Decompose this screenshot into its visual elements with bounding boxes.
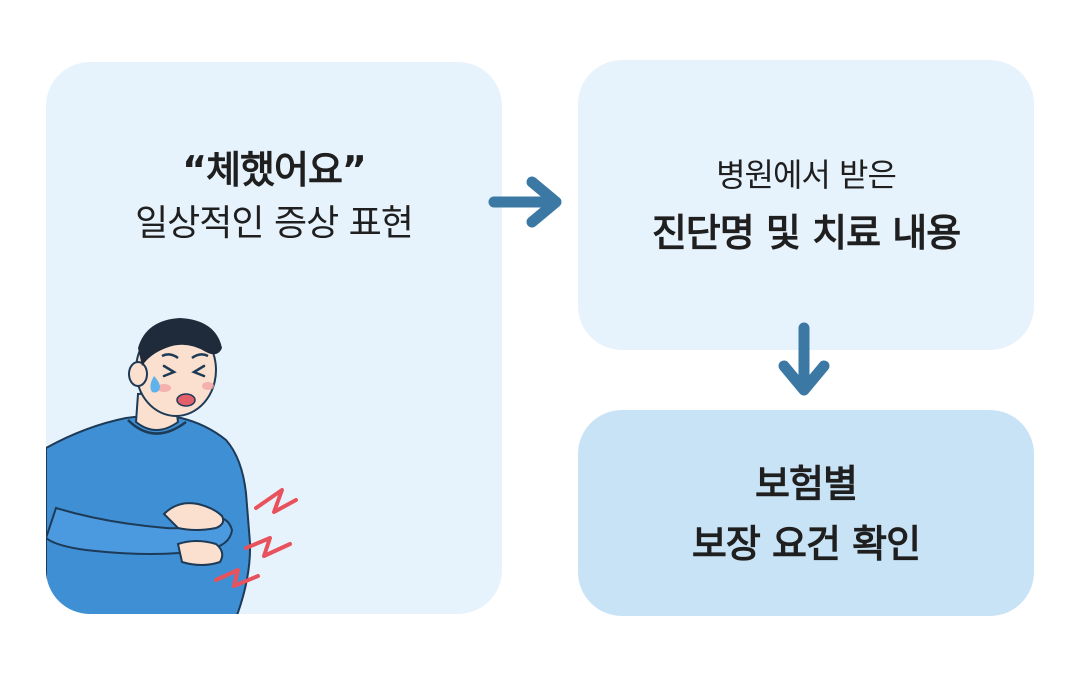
arrow-down-icon: [778, 322, 830, 396]
diagnosis-text: 병원에서 받은 진단명 및 치료 내용: [578, 148, 1034, 264]
symptom-subtitle: 일상적인 증상 표현: [135, 203, 414, 244]
stomachache-person-illustration: [46, 318, 298, 614]
insurance-check-text: 보험별 보장 요건 확인: [578, 454, 1034, 574]
arrow-right-icon: [488, 176, 562, 228]
insurance-check-line1: 보험별: [755, 462, 858, 506]
symptom-title: “체했어요”: [182, 148, 367, 192]
insurance-check-line2: 보장 요건 확인: [691, 522, 921, 566]
diagnosis-line2: 진단명 및 치료 내용: [651, 211, 961, 255]
diagnosis-card: 병원에서 받은 진단명 및 치료 내용: [578, 60, 1034, 350]
symptom-text: “체했어요” 일상적인 증상 표현: [46, 144, 502, 252]
diagnosis-line1: 병원에서 받은: [716, 156, 897, 194]
insurance-check-card: 보험별 보장 요건 확인: [578, 410, 1034, 616]
symptom-card: “체했어요” 일상적인 증상 표현: [46, 62, 502, 614]
